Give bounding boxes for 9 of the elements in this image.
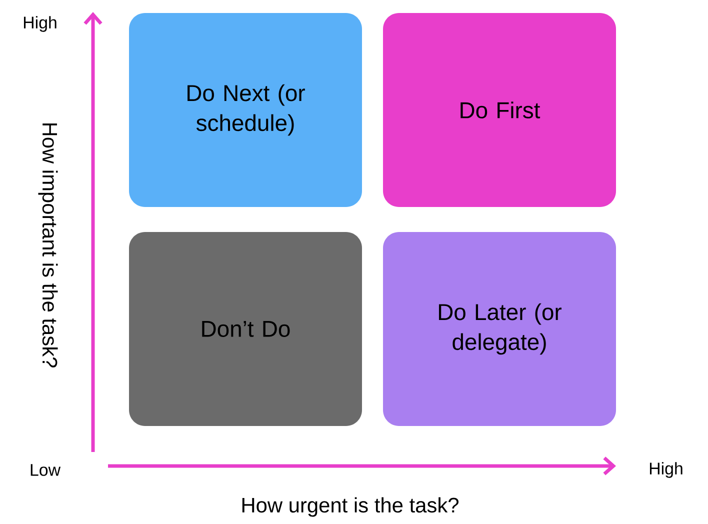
quadrant-box: Do Next (or schedule) (129, 13, 362, 207)
quadrant-box: Do Later (or delegate) (383, 232, 616, 426)
axis-label: High (24, 16, 56, 32)
quadrant-box: Don’t Do (129, 232, 362, 426)
axis-label: Low (30, 464, 61, 476)
axis-title: How urgent is the task? (242, 497, 458, 517)
quadrant-box: Do First (383, 13, 616, 207)
axis-title: How important is the task? (38, 123, 58, 368)
axis-label: High (650, 462, 682, 478)
